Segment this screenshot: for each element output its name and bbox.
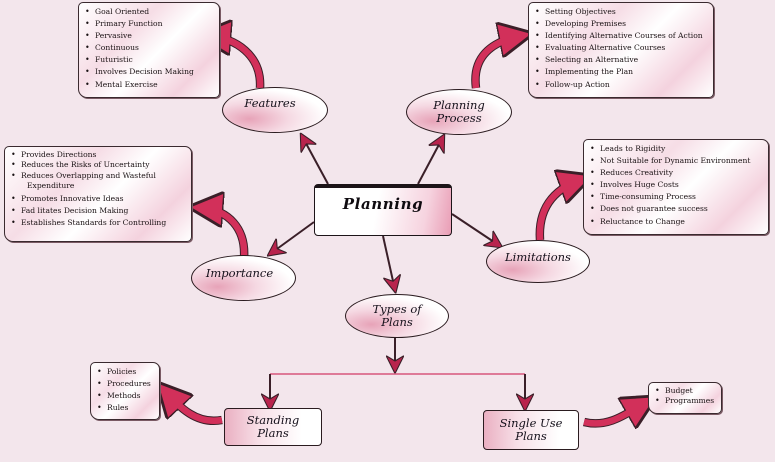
arrow-to-types-of-plans [382, 235, 395, 290]
list-item: Involves Decision Making [85, 66, 215, 78]
list-item: Continuous [85, 42, 215, 54]
list-item: Goal Oriented [85, 6, 215, 18]
standing-plans-label-line2: Plans [257, 426, 289, 440]
single-use-plans-label: Single Use Plans [500, 417, 563, 443]
list-item: Rules [97, 402, 155, 414]
list-item: Mental Exercise [85, 79, 215, 91]
planning-process-label-line1: Planning [433, 98, 485, 112]
features-list-box: Goal Oriented Primary Function Pervasive… [78, 2, 220, 98]
list-item: Policies [97, 366, 155, 378]
list-item: Setting Objectives [535, 6, 709, 18]
list-item: Futuristic [85, 54, 215, 66]
planning-process-node: Planning Process [406, 89, 512, 135]
list-item: Not Suitable for Dynamic Environment [590, 155, 764, 167]
list-item: Identifying Alternative Courses of Actio… [535, 30, 709, 42]
list-item: Reduces the Risks of Uncertainty [11, 160, 187, 171]
list-item: Methods [97, 390, 155, 402]
arrow-to-limitations [451, 213, 500, 246]
arrow-to-importance [270, 221, 315, 254]
list-item: Programmes [655, 396, 717, 407]
arrow-to-planning-process [417, 137, 443, 185]
list-item: Time-consuming Process [590, 191, 764, 203]
curved-arrow-limitations-fill [536, 176, 582, 241]
features-node: Features [222, 87, 328, 133]
curved-arrow-planning-process-fill [472, 32, 521, 89]
list-item: Establishes Standards for Controlling [11, 218, 187, 229]
planning-center-label: Planning [342, 195, 424, 213]
list-item-continuation: Expenditure [27, 181, 75, 191]
types-of-plans-label-line1: Types of [372, 302, 422, 316]
list-item: Selecting an Alternative [535, 54, 709, 66]
importance-label: Importance [205, 265, 274, 280]
list-item: Leads to Rigidity [590, 143, 764, 155]
importance-list-box: Provides Directions Reduces the Risks of… [4, 146, 192, 242]
curved-arrow-standing-plans-fill [163, 389, 223, 425]
planning-process-label: Planning Process [433, 99, 485, 125]
standing-plans-label: Standing Plans [247, 414, 300, 440]
list-item: Budget [655, 386, 717, 397]
list-item: Follow-up Action [535, 79, 709, 91]
list-item: Procedures [97, 378, 155, 390]
planning-center-node: Planning [314, 184, 452, 236]
standing-plans-list-box: Policies Procedures Methods Rules [90, 362, 160, 420]
list-item: Implementing the Plan [535, 66, 709, 78]
list-item: Does not guarantee success [590, 203, 764, 215]
list-item: Reduces Creativity [590, 167, 764, 179]
list-item-text: Reduces Overlapping and Wasteful [21, 170, 156, 180]
list-item: Provides Directions [11, 150, 187, 161]
list-item: Developing Premises [535, 18, 709, 30]
limitations-list-box: Leads to Rigidity Not Suitable for Dynam… [583, 139, 769, 235]
list-item: Pervasive [85, 30, 215, 42]
list-item: Primary Function [85, 18, 215, 30]
list-item: Promotes Innovative Ideas [11, 194, 187, 205]
planning-process-label-line2: Process [436, 111, 482, 125]
planning-process-list-box: Setting Objectives Developing Premises I… [528, 2, 714, 98]
list-item: Fad litates Decision Making [11, 206, 187, 217]
curved-arrow-importance-fill [201, 204, 248, 259]
features-label: Features [244, 95, 296, 110]
types-of-plans-label-line2: Plans [381, 315, 413, 329]
types-of-plans-label: Types of Plans [372, 303, 421, 329]
single-use-plans-label-line1: Single Use [499, 416, 563, 430]
list-item: Evaluating Alternative Courses [535, 42, 709, 54]
limitations-node: Limitations [486, 240, 590, 283]
arrow-to-features [302, 136, 329, 185]
single-use-plans-list-box: Budget Programmes [648, 382, 722, 414]
single-use-plans-label-line2: Plans [515, 429, 547, 443]
standing-plans-node: Standing Plans [224, 408, 322, 446]
single-use-plans-node: Single Use Plans [483, 410, 579, 450]
importance-node: Importance [191, 255, 296, 301]
list-item: Involves Huge Costs [590, 179, 764, 191]
limitations-label: Limitations [505, 250, 571, 264]
standing-plans-label-line1: Standing [246, 413, 300, 427]
curved-arrow-single-use-plans-fill [583, 400, 647, 427]
list-item: Reduces Overlapping and WastefulExpendit… [11, 171, 187, 192]
types-of-plans-node: Types of Plans [345, 294, 449, 338]
list-item: Reluctance to Change [590, 216, 764, 228]
